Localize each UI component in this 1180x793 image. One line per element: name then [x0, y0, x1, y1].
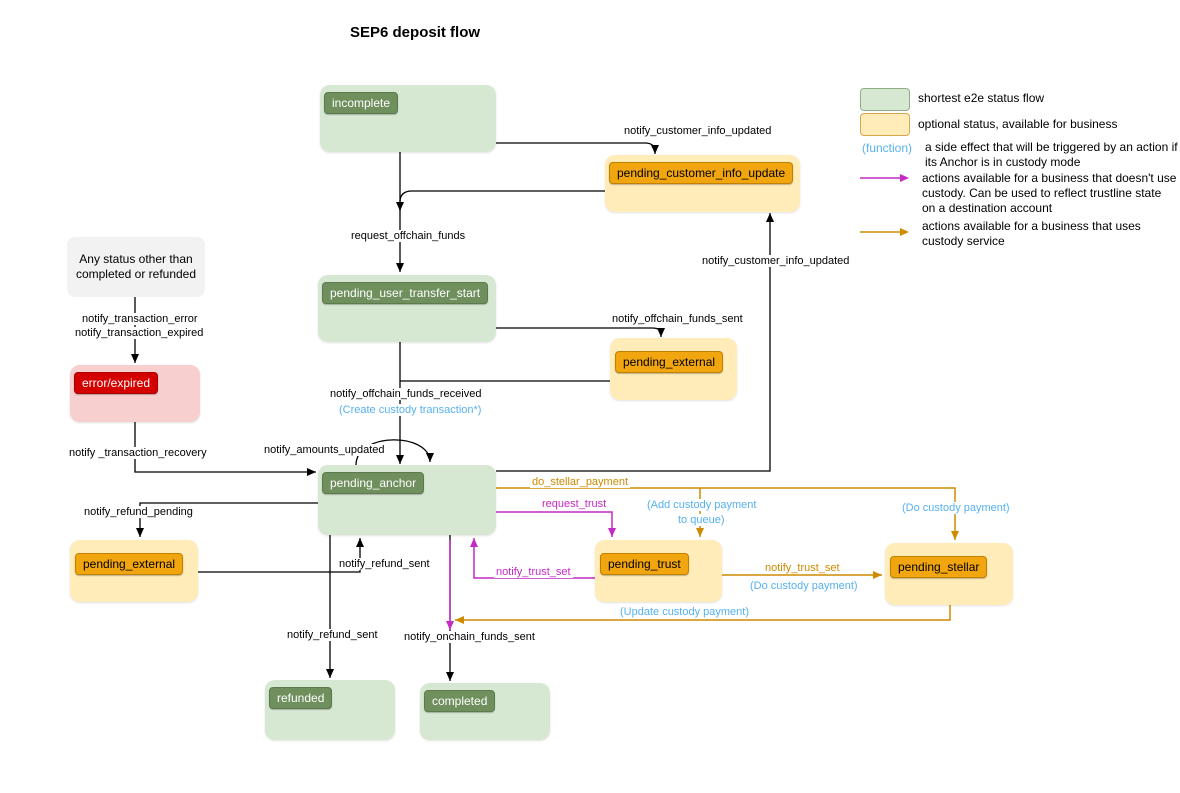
legend-orange-arrow — [860, 228, 909, 236]
node-pending-external-right-label: pending_external — [615, 351, 724, 373]
node-pending-anchor-label: pending_anchor — [322, 472, 425, 494]
edge-incomplete-to-pending-customer-info-update — [496, 142, 659, 154]
edge-pending-anchor-to-pending-customer-info-update — [496, 213, 774, 472]
legend-magenta-desc: actions available for a business that do… — [922, 171, 1177, 215]
edge-label-notify-offchain-funds-received: notify_offchain_funds_received — [328, 388, 484, 400]
edge-label-notify-amounts-updated: notify_amounts_updated — [262, 444, 387, 456]
node-refunded-label: refunded — [269, 687, 333, 709]
node-pending-stellar: pending_stellar — [885, 543, 1013, 605]
node-pending-customer-info-update: pending_customer_info_update — [605, 155, 800, 212]
edge-label-update-custody-payment: (Update custody payment) — [618, 606, 752, 618]
node-completed: completed — [420, 683, 550, 740]
edge-label-notify-refund-pending: notify_refund_pending — [82, 506, 195, 518]
edge-error-to-pending-anchor — [134, 422, 316, 476]
edge-label-request-offchain-funds: request_offchain_funds — [349, 230, 468, 242]
edge-notify-trust-set-magenta — [470, 538, 595, 579]
node-pending-user-transfer-start-label: pending_user_transfer_start — [322, 282, 489, 304]
node-pending-external-left-label: pending_external — [75, 553, 184, 575]
edge-label-request-trust: request_trust — [540, 498, 609, 510]
edge-pending-external-left-to-pending-anchor — [198, 538, 364, 573]
legend-green-label: shortest e2e status flow — [918, 91, 1045, 105]
legend-green-swatch — [860, 88, 910, 111]
edge-label-notify-trust-set-magenta: notify_trust_set — [494, 566, 573, 578]
edge-label-notify-refund-sent-return: notify_refund_sent — [337, 558, 432, 570]
edge-label-create-custody-transaction: (Create custody transaction*) — [337, 404, 484, 416]
node-error-expired-label: error/expired — [74, 372, 159, 394]
legend-yellow-label: optional status, available for business — [918, 117, 1118, 131]
edge-label-add-custody-payment-line2: to queue) — [676, 514, 727, 526]
node-error-expired: error/expired — [70, 365, 200, 422]
edge-puts-to-pending-external-right — [496, 327, 665, 337]
edge-label-notify-customer-info-updated-top: notify_customer_info_updated — [622, 125, 774, 137]
legend-function-desc: a side effect that will be triggered by … — [925, 140, 1178, 169]
node-any-status-label: Any status other than completed or refun… — [75, 252, 197, 281]
legend-function-token: (function) — [862, 141, 913, 155]
edge-label-notify-transaction-expired: notify_transaction_expired — [73, 327, 206, 339]
edge-label-notify-offchain-funds-sent: notify_offchain_funds_sent — [610, 313, 745, 325]
node-refunded: refunded — [265, 680, 395, 740]
node-pending-trust: pending_trust — [595, 540, 722, 602]
edge-label-do-custody-payment-mid: (Do custody payment) — [748, 580, 860, 592]
node-incomplete: incomplete — [320, 85, 496, 152]
node-pending-external-right: pending_external — [610, 338, 737, 400]
edge-request-trust — [496, 511, 616, 537]
node-pending-customer-info-update-label: pending_customer_info_update — [609, 162, 794, 184]
edge-label-notify-transaction-error: notify_transaction_error — [80, 313, 200, 325]
edge-label-notify-refund-sent-down: notify_refund_sent — [285, 629, 380, 641]
node-any-status: Any status other than completed or refun… — [67, 237, 205, 297]
edge-label-do-stellar-payment: do_stellar_payment — [530, 476, 631, 488]
node-pending-anchor: pending_anchor — [318, 465, 496, 535]
edge-do-stellar-payment — [496, 487, 959, 540]
legend-yellow-swatch — [860, 113, 910, 136]
legend-magenta-arrow — [860, 174, 909, 182]
edge-pending-customer-info-update-return — [396, 190, 605, 211]
edge-label-do-custody-payment-right: (Do custody payment) — [900, 502, 1012, 514]
edge-label-notify-onchain-funds-sent: notify_onchain_funds_sent — [402, 631, 537, 643]
diagram-title: SEP6 deposit flow — [350, 24, 481, 41]
node-pending-user-transfer-start: pending_user_transfer_start — [318, 275, 496, 342]
edge-label-notify-customer-info-updated-right: notify_customer_info_updated — [700, 255, 852, 267]
node-incomplete-label: incomplete — [324, 92, 399, 114]
edge-label-add-custody-payment-line1: (Add custody payment — [645, 499, 759, 511]
node-completed-label: completed — [424, 690, 496, 712]
edge-label-notify-transaction-recovery: notify _transaction_recovery — [67, 447, 209, 459]
legend-orange-desc: actions available for a business that us… — [922, 219, 1141, 248]
node-pending-trust-label: pending_trust — [600, 553, 689, 575]
edge-update-custody-payment — [455, 605, 951, 624]
node-pending-stellar-label: pending_stellar — [890, 556, 988, 578]
edge-label-notify-trust-set-orange: notify_trust_set — [763, 562, 842, 574]
edge-pending-anchor-to-pending-external-left — [136, 502, 318, 537]
node-pending-external-left: pending_external — [70, 540, 198, 602]
